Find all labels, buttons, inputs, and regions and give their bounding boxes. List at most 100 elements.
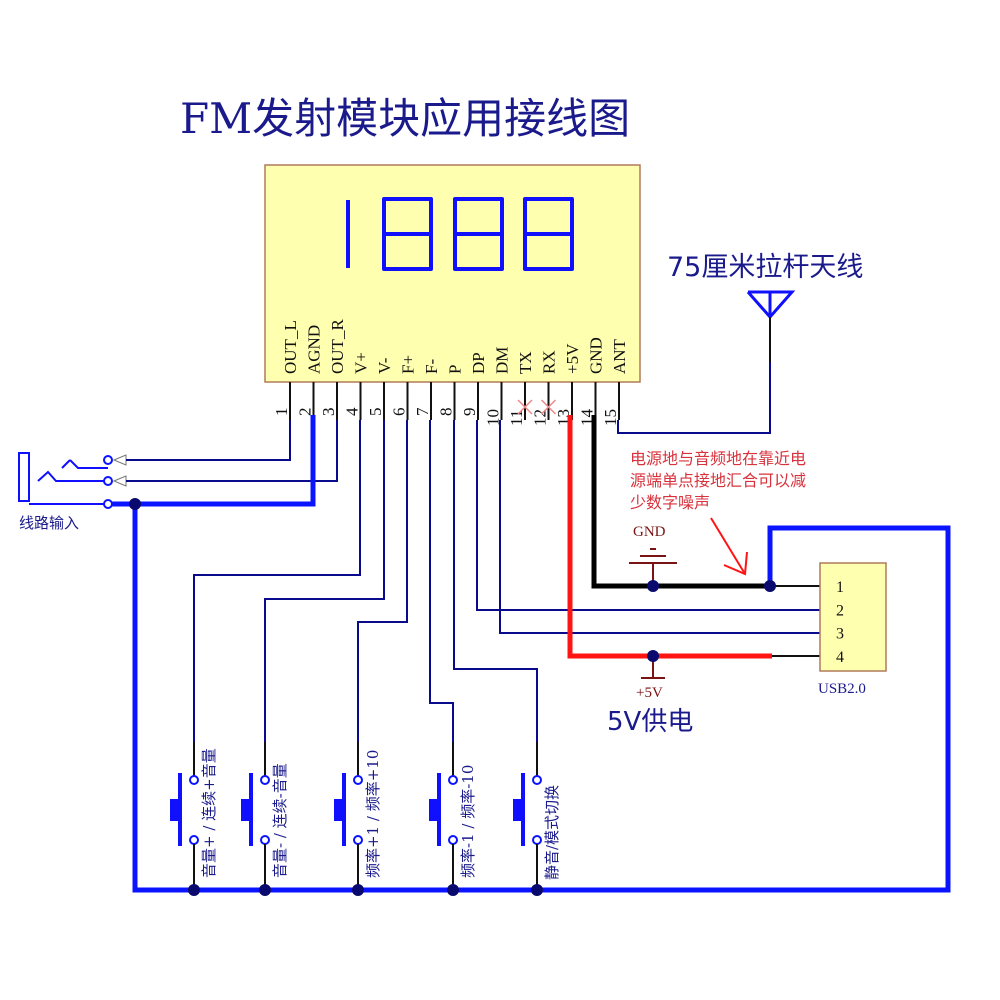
pin-9: DP9 [460, 352, 488, 420]
antenna-icon [746, 290, 796, 362]
push-button[interactable]: 音量+ / 连续+音量 [170, 742, 218, 896]
switch-actuator-icon [241, 799, 251, 821]
arrow-icon [710, 517, 748, 576]
module-pins: OUT_L1AGND2OUT_R3V+4V-5F+6F-7P8DP9DM10TX… [272, 319, 629, 426]
wire-fminus [429, 420, 454, 742]
pin-label: OUT_R [328, 319, 347, 374]
button-label: 频率+1 / 频率+10 [364, 750, 382, 878]
wire-gnd [591, 415, 770, 589]
push-button[interactable]: 频率-1 / 频率-10 [429, 742, 477, 896]
switch-actuator-icon [429, 799, 439, 821]
pin-label: GND [587, 337, 606, 374]
fm-module [264, 164, 641, 383]
pin-label: AGND [305, 325, 324, 374]
push-buttons: 音量+ / 连续+音量 音量- / 连续-音量 频率+1 / 频率+10 频率-1 /… [170, 742, 561, 896]
no-connect-icon [540, 399, 557, 415]
usb-connector [819, 562, 887, 672]
junction [259, 884, 271, 896]
pin-3: OUT_R 3 [319, 319, 347, 420]
pin-number: 2 [296, 408, 315, 417]
pin-8: P8 [437, 365, 465, 420]
digit-8 [382, 197, 433, 271]
usb-pin-number: 1 [836, 579, 844, 596]
pin-number: 7 [413, 407, 432, 416]
ground-icon [629, 548, 677, 592]
button-label: 静音/模式切换 [543, 785, 561, 880]
junction [447, 884, 459, 896]
junction [129, 498, 141, 510]
pin-5: V-5 [366, 357, 394, 420]
usb-pins: 1 2 3 4 [836, 579, 844, 666]
switch-actuator-icon [170, 799, 180, 821]
pin-label: +5V [563, 343, 582, 374]
antenna-label: 75厘米拉杆天线 [667, 252, 863, 283]
wire-vminus [264, 420, 385, 742]
wire-dp [476, 420, 820, 611]
pin-label: DP [469, 352, 488, 374]
pin-4: V+4 [343, 352, 371, 420]
push-button[interactable]: 音量- / 连续-音量 [241, 742, 289, 896]
junction [531, 884, 543, 896]
usb-label: USB2.0 [818, 681, 866, 697]
junction [352, 884, 364, 896]
5v-label: +5V [636, 685, 663, 701]
wire-5v [567, 415, 772, 659]
pin-label: RX [540, 350, 559, 374]
pin-number: 8 [437, 408, 456, 417]
pin-1: OUT_L 1 [272, 320, 300, 420]
pin-number: 6 [390, 408, 409, 417]
pin-number: 3 [319, 408, 338, 417]
pin-number: 10 [484, 409, 503, 426]
ground-note: 电源地与音频地在靠近电 源端单点接地汇合可以减 少数字噪声 [630, 449, 806, 512]
pin-15: ANT 15 [601, 338, 629, 426]
wire-agnd [112, 415, 316, 507]
pin-number: 11 [507, 410, 526, 426]
pin-number: 15 [601, 409, 620, 426]
pin-label: ANT [610, 338, 629, 374]
audio-jack [18, 452, 127, 509]
line-input-label: 线路输入 [19, 514, 79, 532]
pin-label: TX [516, 351, 535, 374]
wire-fplus [357, 420, 408, 742]
switch-actuator-icon [334, 799, 344, 821]
pin-number: 1 [272, 408, 291, 417]
digit-8 [453, 197, 504, 271]
pin-label: P [446, 365, 465, 374]
junction [188, 884, 200, 896]
digit-8 [523, 197, 574, 271]
pin-number: 12 [531, 409, 550, 426]
switch-actuator-icon [513, 799, 523, 821]
usb-pin-number: 2 [836, 602, 844, 619]
pin-label: V+ [352, 352, 371, 374]
wire-dm [499, 420, 820, 634]
note-line: 少数字噪声 [630, 493, 710, 512]
note-line: 电源地与音频地在靠近电 [630, 449, 806, 468]
pin-label: DM [493, 347, 512, 374]
diagram-title: FM发射模块应用接线图 [180, 94, 630, 143]
button-label: 音量- / 连续-音量 [271, 763, 289, 878]
pin-12: RX 12 [531, 350, 559, 426]
wire-vplus [193, 420, 361, 742]
no-connect-icon [517, 399, 533, 415]
pin-label: OUT_L [281, 320, 300, 374]
seven-segment-display [346, 197, 574, 271]
wire-out-r [126, 420, 338, 482]
pin-10: DM 10 [484, 347, 512, 426]
pin-number: 5 [366, 408, 385, 417]
push-button[interactable]: 频率+1 / 频率+10 [334, 742, 382, 896]
gnd-label: GND [633, 524, 666, 540]
ground-bus [132, 504, 951, 893]
pin-6: F+ 6 [390, 355, 418, 420]
pin-label: F+ [399, 355, 418, 374]
note-line: 源端单点接地汇合可以减 [630, 471, 806, 490]
usb-pin-number: 3 [836, 626, 844, 643]
button-label: 频率-1 / 频率-10 [459, 765, 477, 878]
junction [764, 580, 776, 592]
usb-pin-number: 4 [836, 649, 844, 666]
pin-11: TX 11 [507, 351, 535, 426]
ant-wire [617, 362, 771, 434]
push-button[interactable]: 静音/模式切换 [513, 742, 561, 896]
wire-out-l [126, 420, 291, 461]
wire-p [453, 420, 538, 742]
